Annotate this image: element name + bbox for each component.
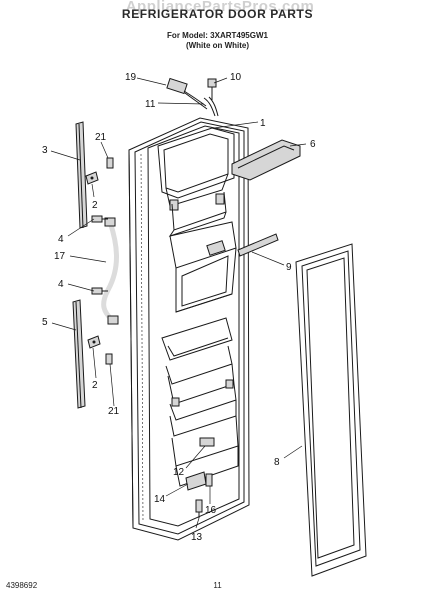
part-3-trim-strip	[75, 121, 88, 229]
door-liner-upper-bin	[157, 127, 235, 237]
callout-14: 14	[154, 494, 166, 505]
diagram-title: REFRIGERATOR DOOR PARTS	[121, 7, 314, 21]
callout-2-lower: 2	[92, 380, 98, 391]
part-8-gasket	[295, 243, 367, 577]
part-12-bracket	[199, 437, 215, 447]
document-number: 4398692	[6, 581, 38, 590]
callout-12: 12	[173, 467, 185, 478]
part-4-screw-upper	[91, 215, 108, 223]
dispenser-housing	[169, 221, 237, 313]
part-6-bin	[231, 139, 301, 181]
door-liner-lower-bins	[161, 317, 239, 487]
callout-13: 13	[191, 532, 203, 543]
callout-4-upper: 4	[58, 234, 64, 245]
callout-17: 17	[54, 251, 66, 262]
part-10-screw	[207, 78, 217, 100]
part-9-trim	[237, 233, 279, 257]
watermark: AppliancePartsPros.com	[125, 0, 315, 15]
part-17-handle	[101, 217, 119, 325]
callout-10: 10	[230, 72, 242, 83]
part-11-wiring	[203, 96, 219, 117]
callout-6: 6	[310, 139, 316, 150]
part-4-screw-lower	[91, 287, 108, 295]
callout-9: 9	[286, 262, 292, 273]
part-2-clip-lower	[87, 335, 101, 349]
part-21-screw-lower	[105, 353, 113, 365]
callout-labels: 19 10 11 1 6 3 21 2 4 17 9 4 5 2 21 8 12…	[42, 72, 316, 543]
page-number: 11	[213, 581, 222, 590]
callout-5: 5	[42, 317, 48, 328]
callout-8: 8	[274, 457, 280, 468]
callout-4-lower: 4	[58, 279, 64, 290]
callout-1: 1	[260, 118, 266, 129]
callout-2-upper: 2	[92, 200, 98, 211]
part-19-connector	[166, 77, 208, 110]
part-5-trim-strip	[72, 299, 86, 409]
callout-11: 11	[145, 99, 156, 110]
part-2-clip-upper	[85, 171, 99, 185]
color-line: (White on White)	[185, 41, 250, 50]
callout-21-upper: 21	[95, 132, 107, 143]
part-21-screw-upper	[106, 157, 114, 169]
callout-21-lower: 21	[108, 406, 120, 417]
part-1-door-shell	[128, 117, 250, 541]
callout-19: 19	[125, 72, 137, 83]
callout-16: 16	[205, 505, 217, 516]
part-16-pin	[205, 473, 213, 487]
model-line: For Model: 3XART495GW1	[167, 31, 268, 40]
part-13-screw	[195, 499, 203, 518]
part-14-hinge-bracket	[185, 471, 207, 491]
leader-lines	[50, 77, 307, 529]
callout-3: 3	[42, 145, 48, 156]
